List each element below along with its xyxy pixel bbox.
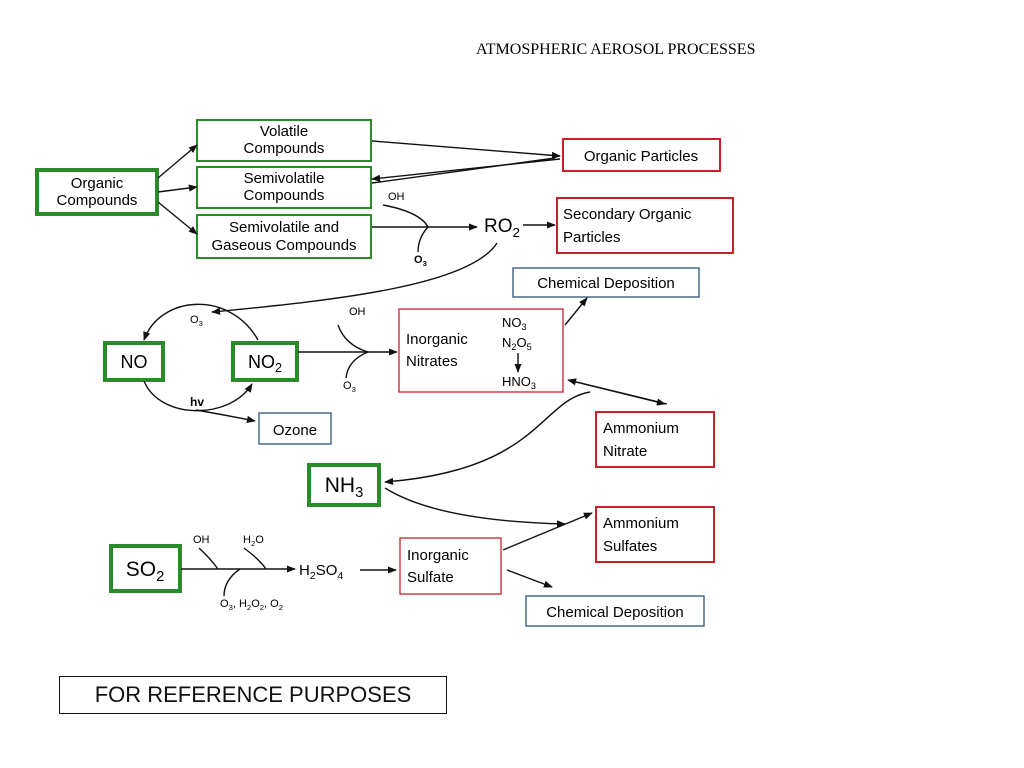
o3-label-1: O3 (414, 254, 427, 268)
line-semivolatile-organic-particles (371, 157, 556, 184)
nh3-label: NH3 (325, 474, 364, 501)
inorganic-nitrates-label-2: Nitrates (406, 353, 458, 370)
organic-particles-label: Organic Particles (584, 148, 698, 165)
arrow-sulfate-to-chemical-deposition (506, 569, 553, 588)
ammonium-nitrate-label-2: Nitrate (603, 443, 647, 460)
volatile-label-1: Volatile (260, 123, 308, 140)
arrow-to-ammonium-nitrate (571, 380, 666, 406)
organic-compounds-label-2: Compounds (57, 192, 138, 209)
so2-label: SO2 (126, 558, 165, 585)
no-box: NO (103, 341, 165, 382)
volatile-compounds-box: Volatile Compounds (196, 119, 372, 162)
chemical-deposition-label-2: Chemical Deposition (546, 604, 684, 621)
arrow-organic-particles-to-semivolatile (371, 158, 561, 182)
connectors (143, 140, 668, 597)
ammonium-nitrate-box: Ammonium Nitrate (595, 411, 715, 468)
arrow-sulfate-to-ammonium-sulfates (502, 512, 593, 551)
reference-purposes-box: FOR REFERENCE PURPOSES (59, 676, 447, 714)
h2so4-label: H2SO4 (299, 562, 343, 582)
oh-curve-2 (337, 324, 369, 353)
hno3-species: HNO3 (502, 374, 536, 391)
h2o-curve (243, 547, 267, 570)
arrow-nh3-to-ammonium-sulfates (384, 487, 566, 528)
inorganic-nitrates-label-1: Inorganic (406, 331, 468, 348)
arrow-no-to-no2 (143, 380, 253, 412)
chemical-deposition-label-1: Chemical Deposition (537, 275, 675, 292)
oh-label-2: OH (349, 306, 366, 318)
o3-curve-1 (417, 226, 429, 253)
so2-box: SO2 (109, 544, 182, 593)
reference-purposes-label: FOR REFERENCE PURPOSES (94, 682, 412, 707)
arrow-no2-to-no (143, 303, 259, 341)
secondary-organic-particles-box: Secondary Organic Particles (556, 197, 734, 254)
organic-compounds-box: Organic Compounds (35, 168, 159, 216)
ozone-label: Ozone (273, 422, 317, 439)
arrow-to-nh3 (384, 391, 591, 485)
semivolatile-compounds-box: Semivolatile Compounds (196, 166, 372, 209)
oh-curve-3 (198, 547, 219, 570)
arrow-organic-to-volatile (157, 144, 198, 179)
diagram-title: ATMOSPHERIC AEROSOL PROCESSES (476, 41, 755, 58)
inorganic-nitrates-box: Inorganic Nitrates NO3 N2O5 HNO3 (398, 308, 564, 393)
arrow-ro2-to-no-cycle (211, 242, 498, 315)
no2-label: NO2 (248, 352, 282, 375)
ro2-label: RO2 (484, 216, 520, 240)
no2-box: NO2 (231, 341, 299, 382)
chemical-deposition-box-1: Chemical Deposition (512, 267, 700, 298)
arrow-hv-to-ozone (195, 409, 256, 423)
arrow-nitrates-to-chemical-deposition (564, 297, 588, 326)
oh-label-1: OH (388, 191, 405, 203)
no3-species: NO3 (502, 315, 527, 332)
volatile-label-2: Compounds (244, 140, 325, 157)
inorganic-sulfate-label-1: Inorganic (407, 547, 469, 564)
semivolatile-gaseous-label-2: Gaseous Compounds (211, 237, 356, 254)
oh-label-3: OH (193, 534, 210, 546)
o3-h2o2-o2-label: O3, H2O2, O2 (220, 598, 283, 612)
inorganic-sulfate-box: Inorganic Sulfate (399, 537, 502, 595)
secondary-organic-label-1: Secondary Organic (563, 206, 692, 223)
h2o-label: H2O (243, 534, 264, 548)
secondary-organic-label-2: Particles (563, 229, 621, 246)
ammonium-sulfates-box: Ammonium Sulfates (595, 506, 715, 563)
hv-label: hv (190, 395, 204, 409)
oh-curve-1 (382, 204, 429, 228)
organic-compounds-label-1: Organic (71, 175, 124, 192)
o3-label-3: O3 (343, 380, 356, 394)
o3-curve-3 (345, 351, 369, 379)
o3-h2o2-curve (223, 568, 241, 597)
n2o5-species: N2O5 (502, 335, 532, 352)
arrow-volatile-to-organic-particles (371, 140, 561, 159)
organic-particles-box: Organic Particles (562, 138, 721, 172)
o3-label-2: O3 (190, 314, 203, 328)
semivolatile-label-2: Compounds (244, 187, 325, 204)
ammonium-sulfates-label-2: Sulfates (603, 538, 657, 555)
ammonium-nitrate-label-1: Ammonium (603, 420, 679, 437)
chemical-deposition-box-2: Chemical Deposition (525, 595, 705, 627)
ozone-box: Ozone (258, 412, 332, 445)
arrow-organic-to-gaseous (157, 201, 198, 235)
arrow-organic-to-semivolatile (157, 184, 198, 193)
semivolatile-gaseous-label-1: Semivolatile and (229, 219, 339, 236)
ammonium-sulfates-label-1: Ammonium (603, 515, 679, 532)
semivolatile-gaseous-box: Semivolatile and Gaseous Compounds (196, 214, 372, 259)
nh3-box: NH3 (307, 463, 381, 507)
semivolatile-label-1: Semivolatile (244, 170, 325, 187)
no-label: NO (121, 352, 148, 372)
inorganic-sulfate-label-2: Sulfate (407, 569, 454, 586)
